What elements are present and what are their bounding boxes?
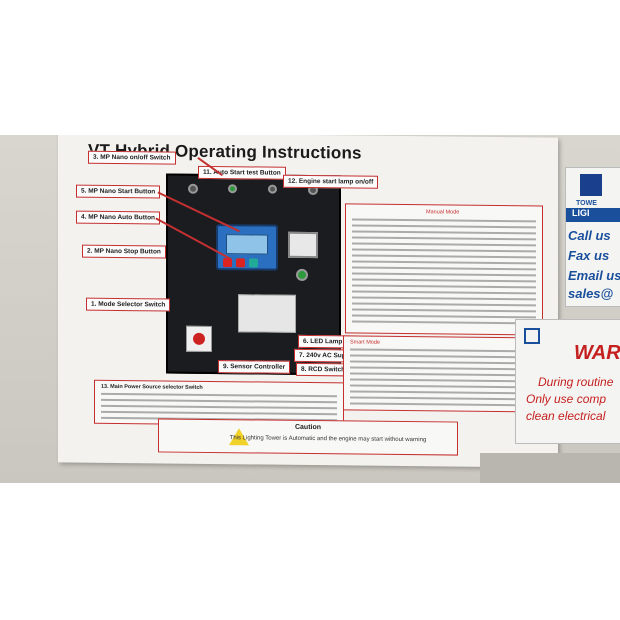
smart-mode-box: Smart Mode	[343, 335, 541, 413]
photo-scene: VT Hybrid Operating Instructions 3. MP N…	[0, 135, 620, 483]
mp-nano-controller	[216, 224, 278, 271]
label-engine-lamp: 12. Engine start lamp on/off	[283, 174, 379, 189]
metal-frame	[480, 453, 620, 483]
manual-mode-title: Manual Mode	[426, 209, 460, 216]
green-lamp	[228, 184, 237, 194]
warning-heading: WAR	[574, 342, 620, 364]
breaker-box	[238, 294, 296, 333]
voltmeter-gauge	[288, 231, 318, 259]
brand-line: LIGI	[566, 208, 620, 222]
only-text: Only use comp	[526, 392, 607, 406]
label-mp-stop: 2. MP Nano Stop Button	[82, 244, 166, 259]
smart-mode-title: Smart Mode	[350, 339, 380, 346]
call-text: Call us	[568, 228, 611, 243]
start-button	[249, 258, 258, 268]
test-knob	[268, 184, 277, 194]
manual-mode-box: Manual Mode	[345, 203, 543, 336]
label-rcd: 8. RCD Switch	[296, 362, 351, 377]
main-power-title: 13. Main Power Source selector Switch	[101, 383, 203, 391]
caution-title: Caution	[294, 423, 322, 432]
label-sensor: 9. Sensor Controller	[218, 360, 291, 374]
company-logo-icon	[524, 328, 540, 344]
company-sign: TOWE LIGI Call us Fax us Email us sales@	[565, 167, 620, 307]
mode-selector-switch	[186, 325, 212, 352]
brand-text: TOWE	[576, 200, 597, 207]
lcd-screen	[226, 234, 268, 255]
fax-text: Fax us	[568, 248, 610, 263]
switch-knob	[188, 183, 198, 194]
clean-text: clean electrical	[526, 409, 606, 423]
warning-sign: WAR During routine Only use comp clean e…	[515, 319, 620, 444]
during-text: During routine	[538, 375, 614, 389]
auto-button	[236, 258, 245, 268]
smart-mode-text	[350, 348, 534, 410]
manual-mode-text	[352, 218, 536, 328]
caution-box: Caution This Lighting Tower is Automatic…	[158, 418, 458, 456]
label-mp-auto: 4. MP Nano Auto Button	[76, 210, 161, 225]
ac-supply-lamp	[296, 268, 308, 281]
email-text: Email us	[568, 268, 620, 283]
flag-logo-icon	[580, 174, 602, 196]
label-mp-start: 5. MP Nano Start Button	[76, 184, 161, 199]
label-mp-onoff: 3. MP Nano on/off Switch	[88, 150, 176, 165]
instruction-sign: VT Hybrid Operating Instructions 3. MP N…	[58, 135, 558, 468]
sales-text: sales@	[568, 286, 614, 301]
label-mode-selector: 1. Mode Selector Switch	[86, 297, 171, 312]
